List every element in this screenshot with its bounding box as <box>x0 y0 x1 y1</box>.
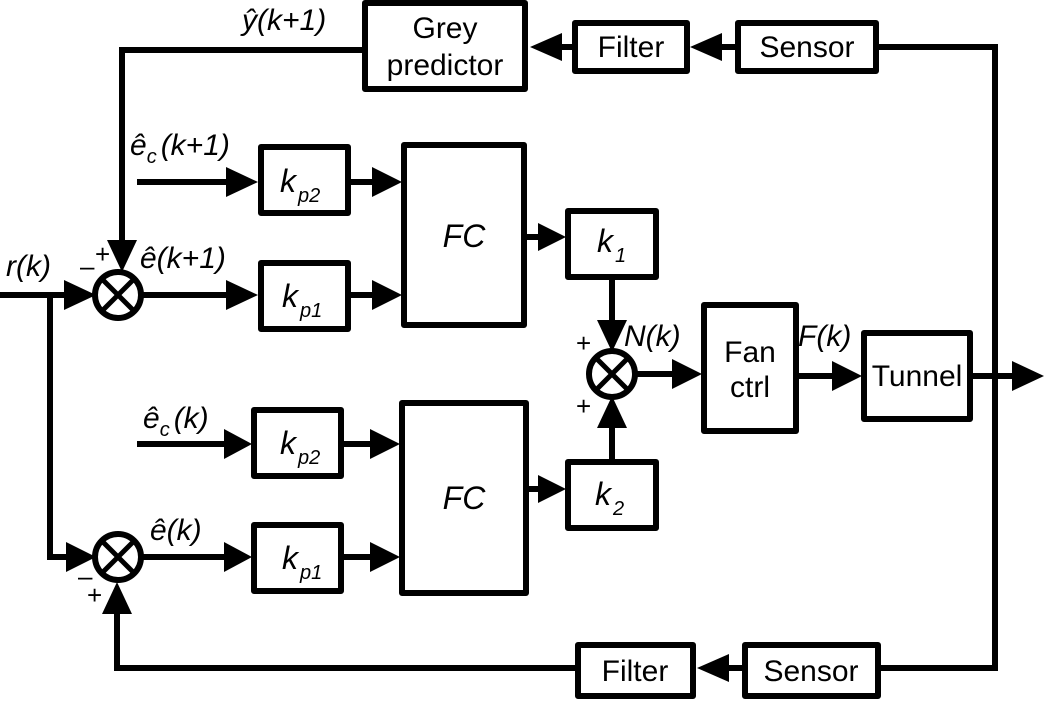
arrow-into-filter-bottom <box>697 654 729 682</box>
svg-text:kp2: kp2 <box>280 425 320 469</box>
wire-filter-sum-lower <box>114 609 581 671</box>
arrow-into-k2 <box>538 475 566 503</box>
wire-bottom-feedback <box>877 373 998 671</box>
sign-lower-minus: – <box>78 561 93 591</box>
arrow-into-k1 <box>538 223 566 251</box>
fan-ctrl-label-2: ctrl <box>730 371 770 404</box>
arrow-yhat-sum <box>107 240 137 272</box>
signal-ec-main: ê <box>143 402 160 435</box>
fc-upper-block: FC <box>401 142 527 328</box>
grey-predictor-label-1: Grey <box>412 12 477 45</box>
kp2-lower-main: k <box>280 425 298 461</box>
svg-text:kp1: kp1 <box>282 278 322 322</box>
k2-sub: 2 <box>612 498 624 520</box>
arrow-k1-sum <box>597 320 627 352</box>
sign-mid-bottom-plus: + <box>576 391 591 421</box>
filter-bottom-label: Filter <box>602 655 669 688</box>
arrow-output <box>1012 361 1044 391</box>
kp2-upper-sub: p2 <box>297 185 320 207</box>
sign-lower-plus: + <box>87 580 102 610</box>
tunnel-block: Tunnel <box>861 330 973 422</box>
arrow-into-fcu-1 <box>372 167 402 197</box>
k2-main: k <box>595 476 613 512</box>
arrow-into-fcl-1 <box>370 429 400 459</box>
kp1-lower-main: k <box>282 540 300 576</box>
signal-F: F(k) <box>798 320 851 353</box>
signal-e: ê(k) <box>150 514 202 547</box>
svg-text:kp1: kp1 <box>282 540 322 584</box>
arrow-into-kp2u <box>226 167 258 197</box>
signal-ec-next-sub: c <box>147 146 157 168</box>
sign-upper-plus: + <box>95 239 110 269</box>
filter-top-label: Filter <box>598 31 665 64</box>
arrow-into-kp2l <box>224 429 252 459</box>
sum-junction-mid <box>586 348 638 400</box>
sensor-bottom-label: Sensor <box>763 655 858 688</box>
signal-r: r(k) <box>6 250 51 283</box>
signal-ec-next-main: ê <box>130 129 147 162</box>
wire-rk-branch <box>47 292 75 560</box>
tunnel-label: Tunnel <box>872 360 963 393</box>
kp1-lower-sub: p1 <box>299 562 322 584</box>
svg-text:k2: k2 <box>595 476 624 520</box>
kp2-upper-main: k <box>280 163 298 199</box>
arrow-into-kp1l <box>224 542 252 572</box>
sign-upper-minus: – <box>80 251 95 281</box>
fan-ctrl-label-1: Fan <box>724 336 776 369</box>
fc-upper-label: FC <box>443 218 487 254</box>
svg-text:êc(k): êc(k) <box>143 402 209 441</box>
sum-junction-lower <box>92 531 144 583</box>
grey-predictor-block: Grey predictor <box>362 0 528 92</box>
svg-text:kp2: kp2 <box>280 163 320 207</box>
arrow-into-kp1u <box>226 280 258 310</box>
arrow-feedback-sum-lower <box>102 582 132 614</box>
signal-e-next: ê(k+1) <box>140 242 226 275</box>
wire-yhat <box>119 47 368 261</box>
arrow-into-fcu-2 <box>372 280 402 310</box>
arrow-rk-sum-lower <box>66 542 96 572</box>
fc-lower-label: FC <box>443 480 487 516</box>
filter-top-block: Filter <box>572 20 690 74</box>
arrow-into-tunnel <box>832 361 862 391</box>
sensor-bottom-block: Sensor <box>742 642 881 699</box>
arrow-into-fcl-2 <box>370 542 400 572</box>
arrow-rk-sum <box>64 280 96 310</box>
kp2-lower-sub: p2 <box>297 447 320 469</box>
signal-ec-sub: c <box>160 419 170 441</box>
signal-N: N(k) <box>624 320 681 353</box>
sensor-top-label: Sensor <box>759 31 854 64</box>
arrow-into-fan <box>672 359 702 389</box>
signal-ec-rest: (k) <box>174 402 209 435</box>
fan-ctrl-block: Fan ctrl <box>701 302 799 434</box>
sign-mid-top-plus: + <box>576 328 591 358</box>
kp1-upper-main: k <box>282 278 300 314</box>
svg-text:êc(k+1): êc(k+1) <box>130 129 230 168</box>
wire-top-feedback <box>875 44 998 383</box>
signal-ec-next-rest: (k+1) <box>161 129 230 162</box>
signal-y-hat: ŷ(k+1) <box>240 4 326 37</box>
arrow-into-grey <box>530 33 562 61</box>
k1-main: k <box>597 223 615 259</box>
k1-sub: 1 <box>615 245 626 267</box>
arrow-k2-sum <box>597 396 627 428</box>
svg-text:k1: k1 <box>597 223 626 267</box>
filter-bottom-block: Filter <box>575 642 696 699</box>
arrow-into-filter-top <box>690 33 722 61</box>
kp1-upper-sub: p1 <box>299 300 322 322</box>
sensor-top-block: Sensor <box>735 20 879 74</box>
sum-junction-upper <box>92 269 144 321</box>
grey-predictor-label-2: predictor <box>387 49 504 82</box>
fc-lower-block: FC <box>399 400 529 596</box>
